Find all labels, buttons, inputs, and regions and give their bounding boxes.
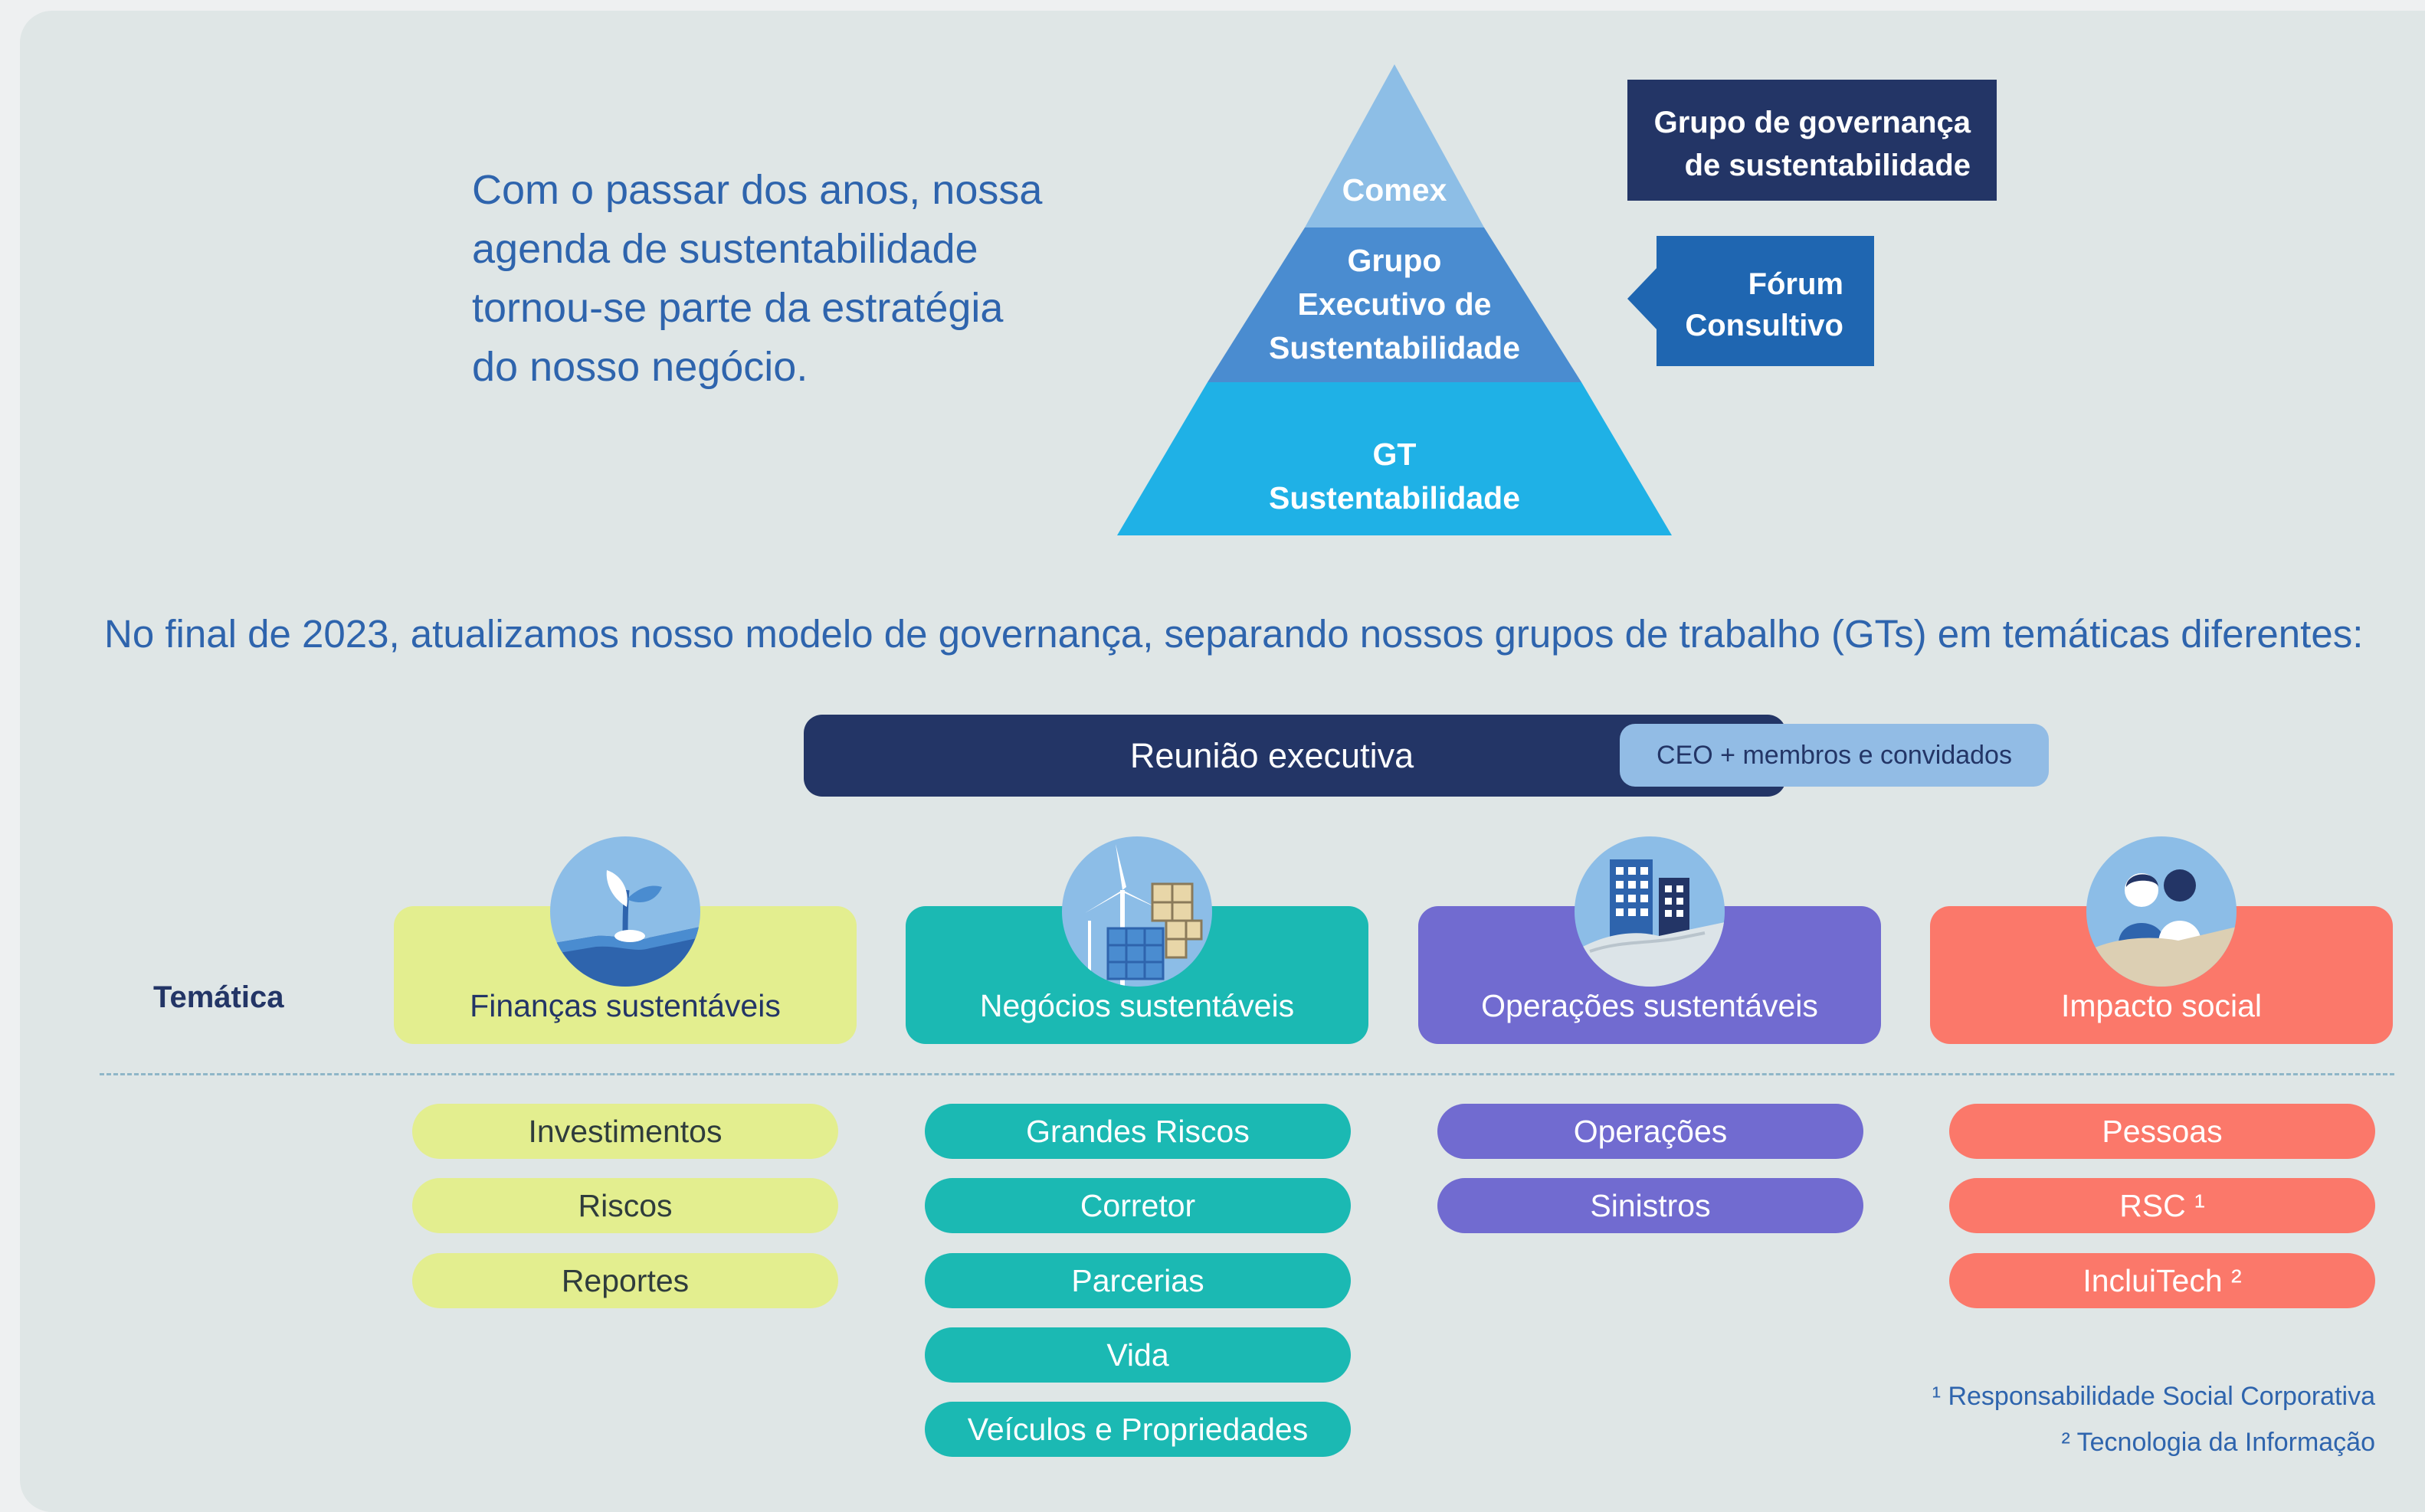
intro-text: Com o passar dos anos, nossa agenda de s…	[472, 167, 1043, 390]
pyramid-level-grupo-executivo	[1208, 227, 1581, 382]
theme-label-impacto: Impacto social	[2060, 988, 2263, 1023]
group-pill: Corretor	[925, 1178, 1351, 1233]
dashed-divider	[100, 1073, 2394, 1075]
group-pill: IncluiTech ²	[1949, 1253, 2375, 1308]
footnote-rsc: ¹ Responsabilidade Social Corporativa	[1932, 1382, 2375, 1411]
group-pill: Pessoas	[1949, 1104, 2375, 1159]
plant-in-hand-icon	[550, 836, 700, 987]
pyramid-level-gt	[1117, 382, 1672, 535]
footnote-ti: ² Tecnologia da Informação	[2061, 1428, 2375, 1457]
wind-turbine-solar-icon	[1062, 836, 1212, 987]
tematica-label: Temática	[153, 980, 284, 1014]
executive-meeting-title: Reunião executiva	[1129, 736, 1414, 775]
forum-arrow-icon	[1627, 267, 1658, 331]
pyramid-label-grupo-executivo: Grupo Executivo de Sustentabilidade	[1268, 243, 1521, 365]
ceo-members-pill: CEO + membros e convidados	[1620, 724, 2049, 787]
section-heading: No final de 2023, atualizamos nosso mode…	[104, 612, 2364, 656]
pyramid-label-gt: GT Sustentabilidade	[1268, 437, 1521, 515]
pyramid-level-comex	[1305, 64, 1484, 227]
group-pill: Operações	[1437, 1104, 1863, 1159]
group-pill: Investimentos	[412, 1104, 838, 1159]
pyramid-label-comex: Comex	[1342, 172, 1447, 208]
group-pill: Grandes Riscos	[925, 1104, 1351, 1159]
theme-label-negocios: Negócios sustentáveis	[979, 988, 1295, 1023]
group-pill: Veículos e Propriedades	[925, 1402, 1351, 1457]
group-pill: Reportes	[412, 1253, 838, 1308]
theme-label-operacoes: Operações sustentáveis	[1481, 988, 1818, 1023]
buildings-in-hand-icon	[1575, 836, 1725, 987]
forum-consultivo-box: Fórum Consultivo	[1657, 236, 1874, 366]
people-in-hand-icon	[2086, 836, 2237, 987]
governance-group-box: Grupo de governança de sustentabilidade	[1627, 80, 1997, 201]
governance-pyramid	[1117, 64, 1672, 535]
theme-label-financas: Finanças sustentáveis	[470, 988, 781, 1023]
group-pill: Parcerias	[925, 1253, 1351, 1308]
group-pill: Riscos	[412, 1178, 838, 1233]
group-pill: Sinistros	[1437, 1178, 1863, 1233]
group-pill: Vida	[925, 1327, 1351, 1383]
group-pill: RSC ¹	[1949, 1178, 2375, 1233]
